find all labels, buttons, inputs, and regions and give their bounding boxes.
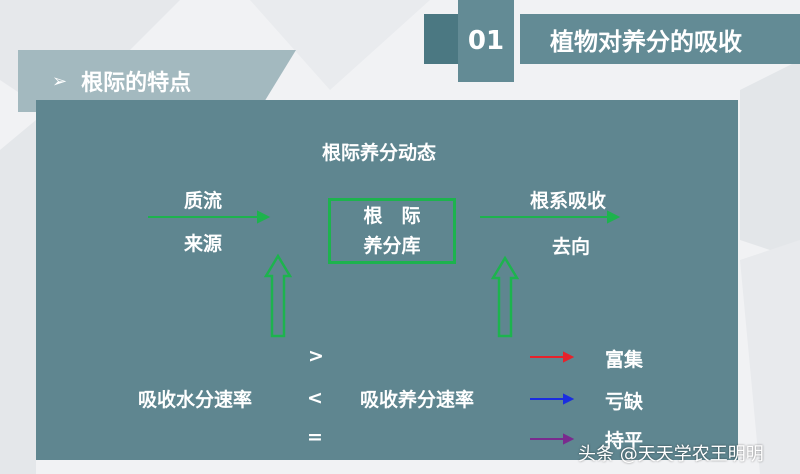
title-accent-bar: [424, 14, 458, 64]
section-title: 根际的特点: [81, 71, 192, 96]
page-title: 植物对养分的吸收: [550, 27, 742, 56]
title-banner: 植物对养分的吸收: [520, 14, 800, 64]
result-enrichment: 富集: [605, 349, 644, 371]
operator-equal: =: [307, 426, 323, 448]
water-uptake-rate-label: 吸收水分速率: [138, 389, 253, 411]
result-deficit: 亏缺: [605, 391, 644, 413]
arrow-right-icon: ➢: [52, 70, 68, 92]
left-top-label: 质流: [184, 190, 223, 212]
center-line-2: 养分库: [363, 235, 421, 257]
section-number-badge: 01: [458, 0, 514, 82]
left-bottom-label: 来源: [184, 233, 223, 255]
section-number: 01: [467, 26, 505, 56]
operator-less: <: [307, 387, 323, 409]
content-panel: [36, 100, 738, 460]
right-bottom-label: 去向: [552, 236, 591, 258]
rhizosphere-nutrient-pool-box: 根 际 养分库: [328, 198, 456, 264]
center-line-1: 根 际: [363, 205, 421, 227]
right-top-label: 根系吸收: [530, 190, 607, 212]
nutrient-uptake-rate-label: 吸收养分速率: [360, 389, 475, 411]
diagram-heading: 根际养分动态: [322, 142, 437, 164]
operator-greater: >: [308, 345, 324, 367]
result-balanced: 持平: [605, 430, 644, 452]
watermark: 头条 @天天学农王明明: [578, 444, 764, 465]
